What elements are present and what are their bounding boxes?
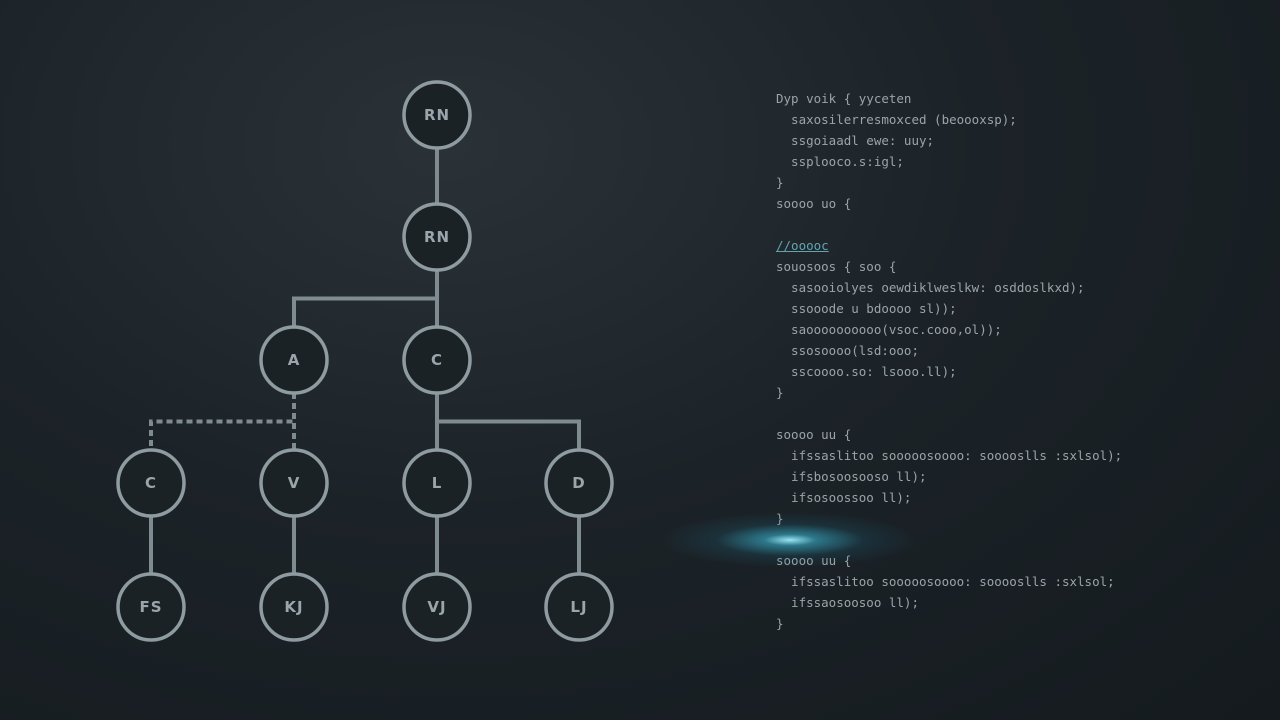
- node-label: C: [431, 351, 443, 369]
- edge-n2-a: [292, 270, 439, 327]
- tree-edges: [149, 148, 581, 574]
- tree-node-l: L: [402, 448, 472, 518]
- node-circle: [544, 448, 614, 518]
- node-circle: [116, 572, 186, 642]
- code-line: souosoos { soo {: [776, 259, 897, 274]
- code-line: ssooode u bdoooo sl));: [776, 301, 957, 316]
- code-line: [776, 403, 1256, 424]
- code-line: }: [776, 385, 784, 400]
- node-circle: [402, 202, 472, 272]
- code-line: ssosoooo(lsd:ooo;: [776, 343, 919, 358]
- code-line: ssplooco.s:igl;: [776, 154, 904, 169]
- node-circle: [402, 325, 472, 395]
- node-label: RN: [424, 228, 450, 246]
- code-line: sscoooo.so: lsooo.ll);: [776, 364, 957, 379]
- code-line: sasooiolyes oewdiklweslkw: osddoslkxd);: [776, 280, 1085, 295]
- code-line: }: [776, 511, 784, 526]
- tree-node-c2: C: [116, 448, 186, 518]
- code-line: ifsbosoosooso ll);: [776, 469, 927, 484]
- tree-node-c1: C: [402, 325, 472, 395]
- node-label: VJ: [427, 598, 446, 616]
- node-circle: [259, 325, 329, 395]
- edge-c1-d: [435, 393, 581, 450]
- tree-node-l3: VJ: [402, 572, 472, 642]
- code-line: [776, 529, 1256, 550]
- tree-node-n2: RN: [402, 202, 472, 272]
- node-label: RN: [424, 106, 450, 124]
- node-circle: [402, 448, 472, 518]
- code-line: }: [776, 616, 784, 631]
- tree-node-a: A: [259, 325, 329, 395]
- code-line: saxosilerresmoxced (beoooxsp);: [776, 112, 1017, 127]
- node-circle: [544, 572, 614, 642]
- node-circle: [402, 80, 472, 150]
- tree-node-d: D: [544, 448, 614, 518]
- node-label: LJ: [570, 598, 587, 616]
- tree-node-l2: KJ: [259, 572, 329, 642]
- node-label: V: [288, 474, 301, 492]
- tree-node-l1: FS: [116, 572, 186, 642]
- tree-node-v: V: [259, 448, 329, 518]
- code-line: soooo uu {: [776, 427, 852, 442]
- node-label: D: [572, 474, 585, 492]
- tree-nodes: RN RN A C C V L D FS KJ VJ LJ: [116, 80, 614, 642]
- code-line: soooo uu {: [776, 553, 852, 568]
- node-circle: [402, 572, 472, 642]
- tree-node-root: RN: [402, 80, 472, 150]
- node-label: A: [288, 351, 301, 369]
- code-line: ifssaslitoo sooooosoooo: sooooslls :sxls…: [776, 448, 1123, 463]
- node-label: FS: [139, 598, 162, 616]
- code-line: saoooooooooo(vsoc.cooo,ol));: [776, 322, 1002, 337]
- code-line: soooo uo {: [776, 196, 852, 211]
- tree-diagram: RN RN A C C V L D FS KJ VJ LJ: [116, 80, 614, 642]
- code-line: [776, 214, 1256, 235]
- node-label: KJ: [284, 598, 303, 616]
- node-circle: [259, 572, 329, 642]
- tree-node-l4: LJ: [544, 572, 614, 642]
- node-circle: [259, 448, 329, 518]
- code-line: Dyp voik { yyceten: [776, 91, 912, 106]
- code-line: }: [776, 175, 784, 190]
- node-circle: [116, 448, 186, 518]
- code-line: ssgoiaadl ewe: uuy;: [776, 133, 935, 148]
- code-line: ifsosoossoo ll);: [776, 490, 912, 505]
- code-panel: Dyp voik { yyceten saxosilerresmoxced (b…: [776, 88, 1256, 648]
- code-line: ifssaosoosoo ll);: [776, 595, 919, 610]
- node-label: L: [432, 474, 443, 492]
- node-label: C: [145, 474, 157, 492]
- code-line: ifssaslitoo sooooosoooo: sooooslls :sxls…: [776, 574, 1115, 589]
- code-comment: //ooooc: [776, 238, 829, 253]
- edge-a-c2: [149, 393, 296, 450]
